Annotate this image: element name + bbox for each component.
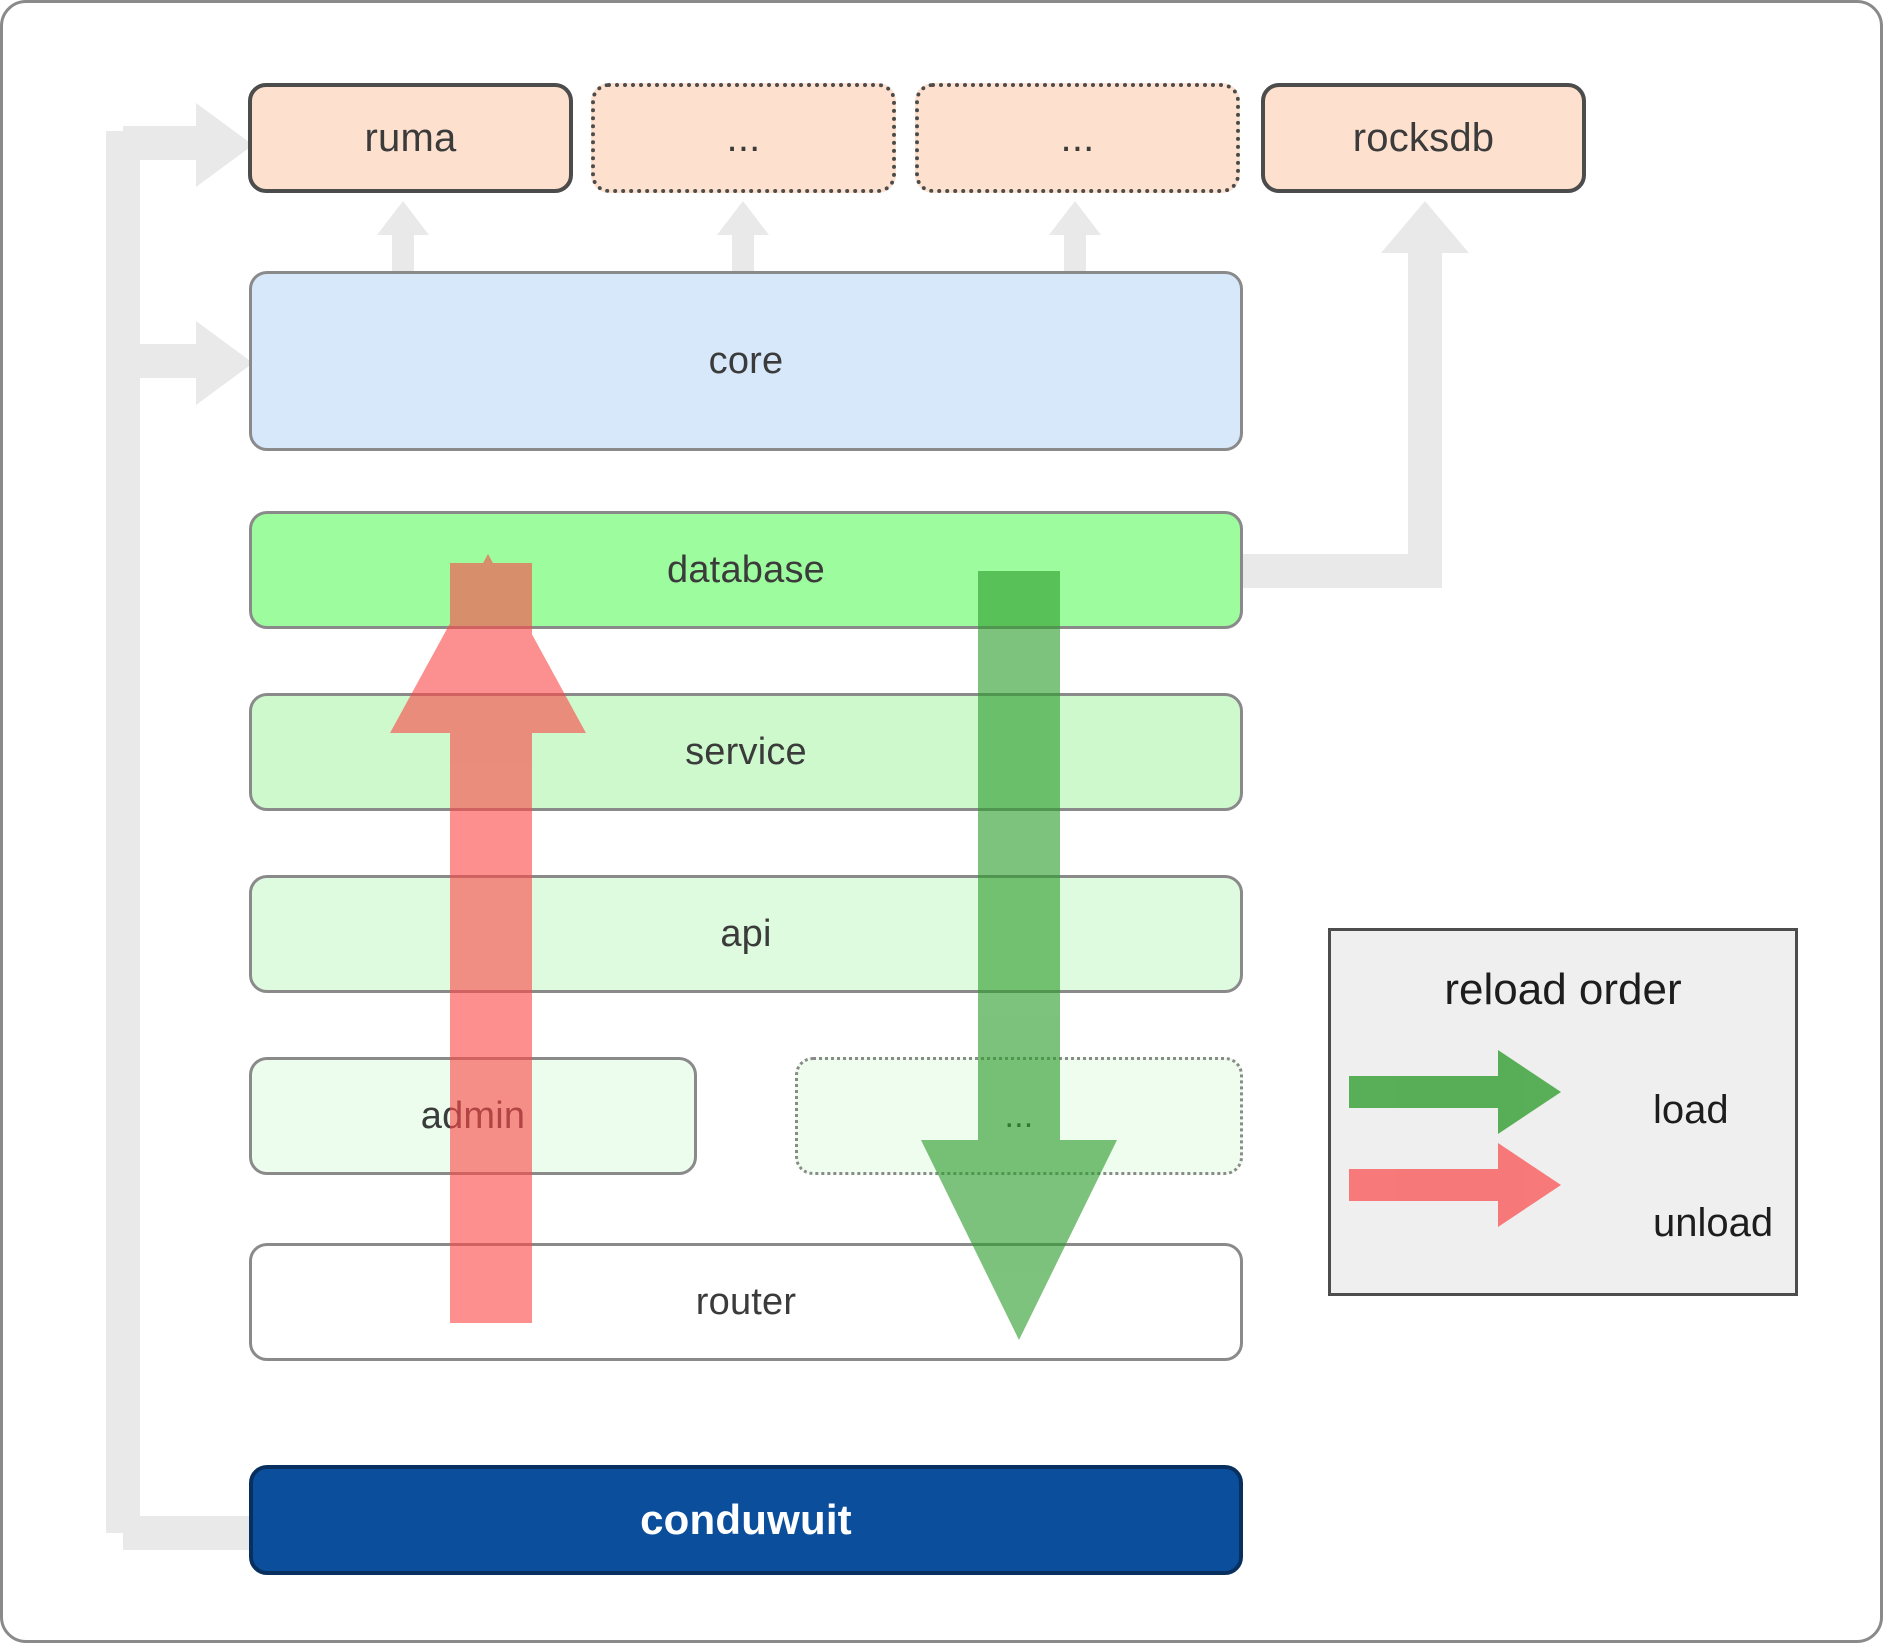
node-core[interactable]: core [249,271,1243,451]
node-label-database: database [667,548,825,591]
node-conduwuit[interactable]: conduwuit [249,1465,1243,1575]
node-label-router: router [695,1280,797,1323]
dep-box-rocksdb[interactable]: rocksdb [1261,83,1586,193]
dep-box-dep2[interactable]: ... [591,83,896,193]
legend-title: reload order [1444,965,1682,1014]
node-label-core: core [708,339,784,382]
legend-arrow-swatches [1349,1050,1561,1227]
dep-label-ruma: ruma [364,115,457,160]
dep-label-dep3: ... [1060,115,1095,160]
node-service[interactable]: service [249,693,1243,811]
legend-label-load: load [1653,1088,1729,1132]
dep-label-rocksdb: rocksdb [1352,115,1495,160]
legend-swatch-load [1349,1050,1561,1134]
node-router[interactable]: router [249,1243,1243,1361]
legend-swatch-unload [1349,1143,1561,1227]
node-label-admin: admin [420,1094,526,1137]
legend-reload-order: reload order load unload [1328,928,1798,1296]
node-label-api: api [720,912,772,955]
dep-box-dep3[interactable]: ... [915,83,1240,193]
node-database[interactable]: database [249,511,1243,629]
node-admin[interactable]: admin [249,1057,697,1175]
node-label-service: service [685,730,807,773]
dep-label-dep2: ... [726,115,761,160]
dep-box-ruma[interactable]: ruma [248,83,573,193]
node-api[interactable]: api [249,875,1243,993]
legend-label-unload: unload [1653,1201,1774,1245]
node-label-conduwuit: conduwuit [640,1496,852,1543]
node-dots[interactable]: ... [795,1057,1243,1175]
node-label-dots: ... [1004,1096,1034,1135]
